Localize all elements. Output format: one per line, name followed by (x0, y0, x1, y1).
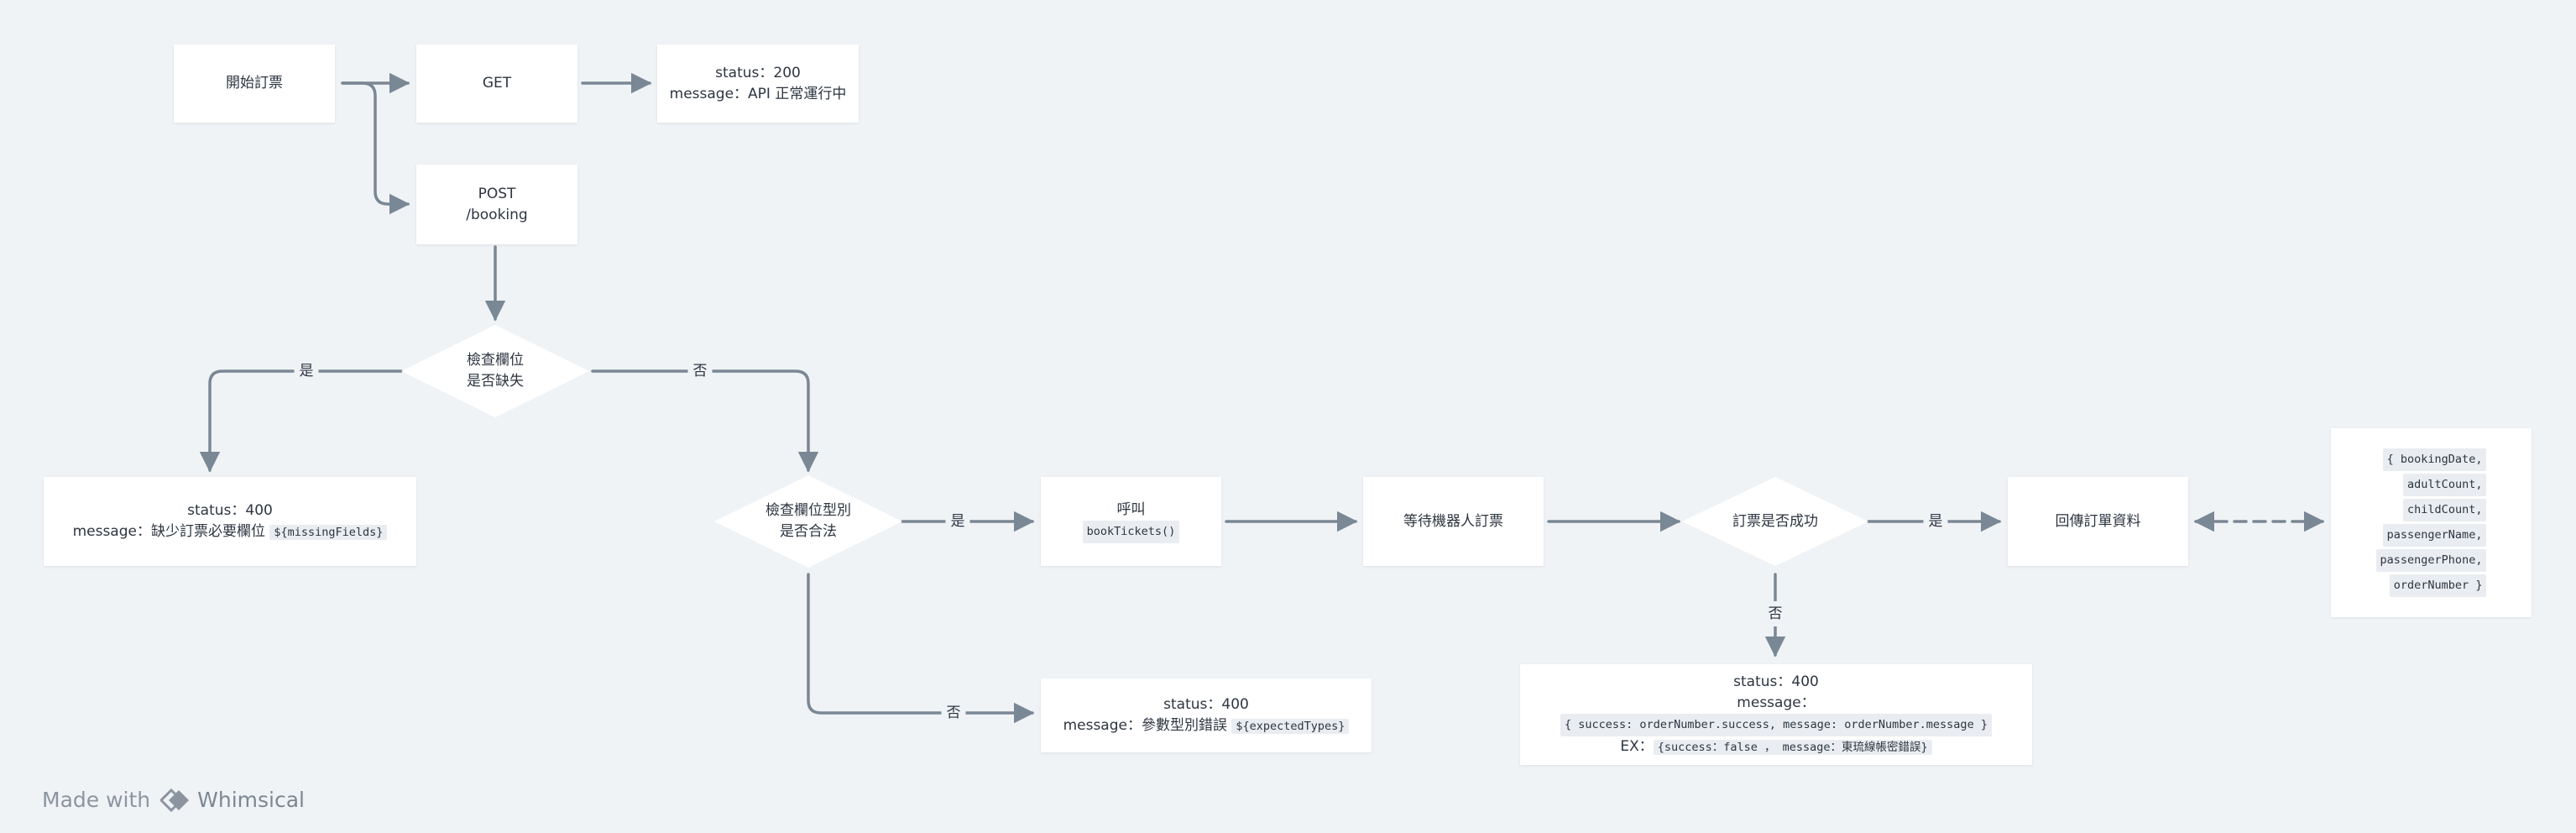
check-missing-line2: 是否缺失 (467, 373, 524, 390)
missing-fields-code: ${missingFields} (269, 524, 388, 540)
get-label: GET (482, 75, 512, 92)
type-error-message-text: message：參數型別錯誤 (1063, 716, 1232, 734)
made-with-text: Made with (42, 788, 151, 812)
fail-example-code: {success：false ， message：東琉線帳密錯誤} (1653, 739, 1932, 755)
get-response-message: message：API 正常運行中 (669, 85, 847, 102)
order-object-fields: { bookingDate, adultCount, childCount, p… (2375, 448, 2487, 599)
check-types-line2: 是否合法 (780, 523, 837, 540)
return-data-node[interactable]: 回傳訂單資料 (2008, 477, 2188, 566)
get-node[interactable]: GET (416, 45, 577, 123)
start-label: 開始訂票 (226, 75, 283, 92)
success-no-label: 否 (1763, 601, 1788, 626)
fail-message-code: { success: orderNumber.success, message:… (1560, 713, 1992, 736)
edge-start-post (341, 81, 410, 215)
booking-success-node[interactable]: 訂票是否成功 (1700, 505, 1851, 538)
edge-check-missing-yes (199, 369, 403, 473)
type-error-status: status：400 (1163, 695, 1249, 713)
wait-robot-label: 等待機器人訂票 (1403, 512, 1503, 530)
whimsical-brand: Whimsical (197, 788, 305, 812)
get-response-status: status：200 (715, 64, 801, 81)
return-data-label: 回傳訂單資料 (2055, 512, 2141, 530)
post-path: /booking (466, 206, 528, 223)
made-with-whimsical-footer[interactable]: Made with Whimsical (42, 788, 305, 812)
start-node[interactable]: 開始訂票 (174, 45, 335, 123)
success-yes-label: 是 (1923, 512, 1948, 531)
fail-message-label: message： (1737, 694, 1816, 711)
order-object-node[interactable]: { bookingDate, adultCount, childCount, p… (2331, 428, 2532, 617)
check-missing-line1: 檢查欄位 (467, 352, 524, 369)
fail-status: status：400 (1733, 673, 1819, 690)
post-method: POST (478, 185, 516, 202)
type-error-response-node[interactable]: status：400 message：參數型別錯誤 ${expectedType… (1041, 678, 1372, 752)
check-types-node[interactable]: 檢查欄位型別 是否合法 (733, 496, 884, 547)
expected-types-code: ${expectedTypes} (1231, 718, 1350, 734)
check-missing-node[interactable]: 檢查欄位 是否缺失 (420, 346, 571, 396)
check-types-line1: 檢查欄位型別 (765, 502, 851, 519)
call-book-label: 呼叫 (1116, 501, 1146, 518)
get-response-node[interactable]: status：200 message：API 正常運行中 (657, 45, 859, 123)
missing-response-status: status：400 (187, 501, 273, 519)
book-tickets-code: bookTickets() (1082, 521, 1180, 543)
booking-success-diamond (1682, 477, 1868, 566)
call-book-node[interactable]: 呼叫 bookTickets() (1041, 477, 1221, 566)
fail-example: EX：{success：false ， message：東琉線帳密錯誤} (1620, 736, 1932, 758)
edge-types-no (807, 573, 1035, 724)
fail-example-label: EX： (1620, 737, 1654, 755)
missing-response-message-text: message：缺少訂票必要欄位 (72, 522, 270, 540)
wait-robot-node[interactable]: 等待機器人訂票 (1363, 477, 1544, 566)
fail-response-node[interactable]: status：400 message： { success: orderNumb… (1520, 664, 2032, 765)
missing-yes-label: 是 (294, 362, 319, 380)
edge-check-missing-no (591, 369, 819, 473)
order-field-line: orderNumber } (2389, 574, 2487, 597)
types-yes-label: 是 (945, 512, 970, 531)
order-field-line: adultCount, (2403, 474, 2487, 496)
missing-response-message: message：缺少訂票必要欄位 ${missingFields} (73, 521, 388, 543)
whimsical-logo-icon (160, 788, 190, 812)
check-types-diamond (714, 475, 902, 568)
type-error-message: message：參數型別錯誤 ${expectedTypes} (1063, 715, 1350, 737)
order-field-line: { bookingDate, (2382, 448, 2487, 471)
types-no-label: 否 (941, 704, 966, 722)
missing-response-node[interactable]: status：400 message：缺少訂票必要欄位 ${missingFie… (44, 477, 416, 566)
missing-no-label: 否 (687, 362, 713, 380)
booking-success-label: 訂票是否成功 (1732, 512, 1818, 530)
order-field-line: passengerName, (2382, 524, 2487, 547)
order-field-line: childCount, (2403, 499, 2487, 521)
check-missing-diamond (401, 325, 589, 417)
order-field-line: passengerPhone, (2375, 549, 2487, 572)
post-node[interactable]: POST /booking (416, 165, 577, 244)
